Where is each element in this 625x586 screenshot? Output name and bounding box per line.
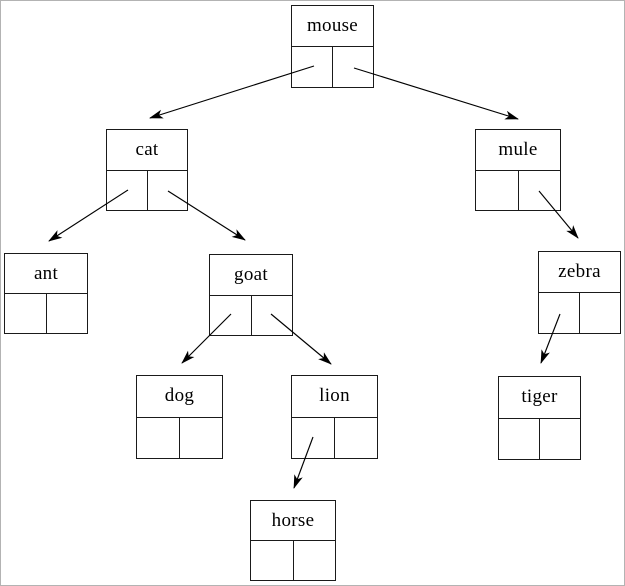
- tree-node-goat: goat: [209, 254, 293, 336]
- left-pointer-cell: [476, 170, 519, 210]
- left-pointer-cell: [107, 170, 148, 210]
- right-pointer-cell: [333, 47, 373, 87]
- tree-node-tiger: tiger: [498, 376, 581, 460]
- left-pointer-cell: [251, 541, 294, 580]
- node-label: zebra: [539, 252, 620, 294]
- right-pointer-cell: [252, 296, 293, 335]
- pointer-cells: [251, 541, 335, 580]
- left-pointer-cell: [137, 417, 180, 458]
- tree-node-cat: cat: [106, 129, 188, 211]
- node-label: mule: [476, 130, 560, 171]
- node-label: ant: [5, 254, 87, 295]
- tree-node-lion: lion: [291, 375, 378, 459]
- pointer-cells: [499, 418, 580, 459]
- node-label: dog: [137, 376, 222, 418]
- right-pointer-cell: [180, 418, 222, 458]
- node-label: mouse: [292, 6, 373, 48]
- pointer-cells: [210, 295, 293, 335]
- right-pointer-cell: [540, 419, 580, 459]
- left-pointer-cell: [5, 294, 47, 333]
- node-label: horse: [251, 501, 335, 542]
- node-label: cat: [107, 130, 187, 171]
- node-label: goat: [210, 255, 292, 296]
- left-pointer-cell: [210, 295, 252, 335]
- left-pointer-cell: [292, 47, 333, 87]
- tree-node-horse: horse: [250, 500, 336, 581]
- right-pointer-cell: [47, 294, 88, 333]
- edge-mouse-mule: [353, 67, 519, 120]
- node-label: lion: [292, 376, 377, 418]
- right-pointer-cell: [148, 171, 188, 210]
- right-pointer-cell: [580, 293, 620, 333]
- pointer-cells: [107, 170, 188, 210]
- tree-node-mouse: mouse: [291, 5, 374, 88]
- left-pointer-cell: [539, 293, 580, 333]
- right-pointer-cell: [294, 541, 336, 580]
- pointer-cells: [539, 293, 620, 333]
- tree-node-zebra: zebra: [538, 251, 621, 334]
- edge-mouse-cat: [149, 65, 315, 119]
- right-pointer-cell: [335, 418, 377, 458]
- pointer-cells: [476, 170, 561, 210]
- left-pointer-cell: [499, 418, 540, 459]
- pointer-cells: [292, 47, 373, 87]
- left-pointer-cell: [292, 417, 335, 458]
- node-label: tiger: [499, 377, 580, 419]
- tree-node-ant: ant: [4, 253, 88, 334]
- pointer-cells: [292, 417, 377, 458]
- tree-node-dog: dog: [136, 375, 223, 459]
- pointer-cells: [137, 417, 222, 458]
- tree-node-mule: mule: [475, 129, 561, 211]
- pointer-cells: [5, 294, 87, 333]
- right-pointer-cell: [519, 171, 561, 210]
